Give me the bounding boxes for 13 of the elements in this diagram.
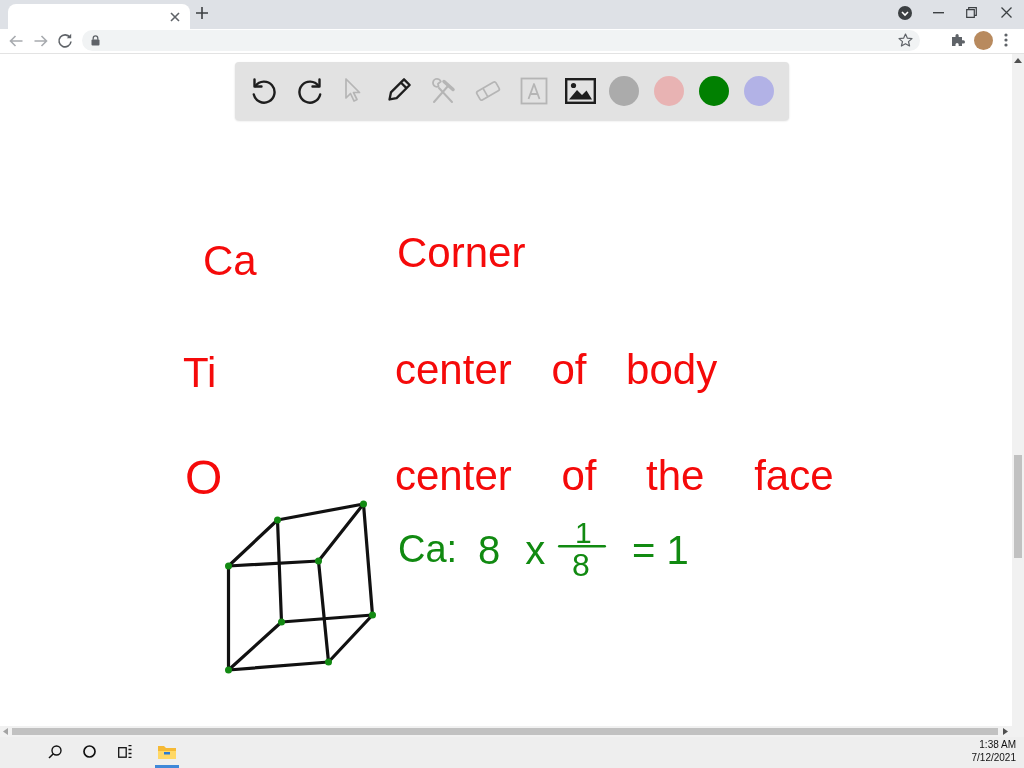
clock-time: 1:38 AM: [979, 740, 1016, 750]
formula-term: = 1: [632, 530, 689, 570]
position-note: center of the face: [395, 455, 834, 497]
fraction-denominator: 8: [572, 549, 590, 581]
element-symbol: Ca: [203, 240, 257, 282]
fraction-numerator: 1: [575, 518, 592, 548]
element-symbol: O: [185, 454, 223, 502]
element-symbol: Ti: [183, 352, 217, 394]
formula-term: 8 x: [478, 530, 546, 570]
position-note: center of body: [395, 349, 718, 391]
position-note: Corner: [397, 232, 526, 274]
clock-date: 7/12/2021: [971, 753, 1016, 763]
formula-term: Ca:: [398, 530, 458, 568]
